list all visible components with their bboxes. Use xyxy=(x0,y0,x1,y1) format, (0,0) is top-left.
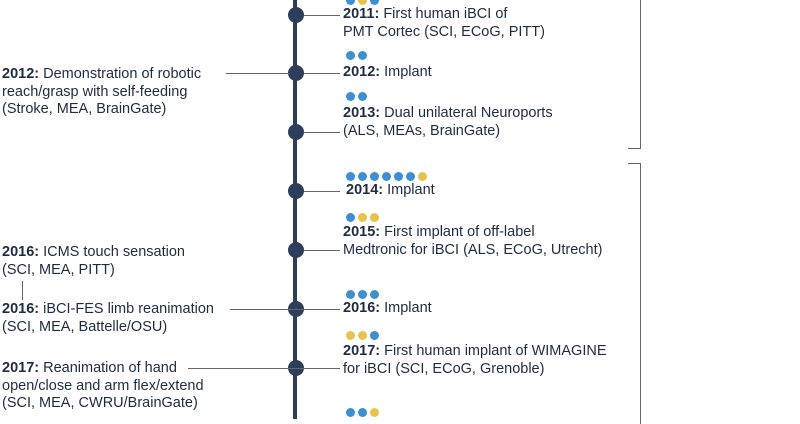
blue-dot xyxy=(358,172,367,181)
connector-line xyxy=(22,281,23,300)
blue-dot xyxy=(346,0,355,5)
blue-dot xyxy=(346,408,355,417)
event-2013-dual-neuroports: 2013: Dual unilateral Neuroports (ALS, M… xyxy=(343,105,553,139)
connector-line xyxy=(304,73,340,74)
timeline-node xyxy=(288,124,304,140)
marker-dots xyxy=(346,0,382,6)
event-2017-hand-reanimation: 2017: Reanimation of hand open/close and… xyxy=(2,360,204,411)
blue-dot xyxy=(370,331,379,340)
event-2012-implant: 2012: Implant xyxy=(343,64,432,80)
connector-line xyxy=(304,250,340,251)
connector-line xyxy=(188,368,340,369)
blue-dot xyxy=(346,290,355,299)
event-2017-wimagine: 2017: First human implant of WIMAGINE fo… xyxy=(343,343,607,377)
yellow-dot xyxy=(418,172,427,181)
marker-dots xyxy=(346,331,382,341)
connector-line xyxy=(304,191,340,192)
marker-dots xyxy=(346,290,382,300)
period-bracket-2 xyxy=(628,163,641,424)
yellow-dot xyxy=(346,331,355,340)
timeline-node xyxy=(288,65,304,81)
blue-dot xyxy=(370,172,379,181)
blue-dot xyxy=(358,92,367,101)
blue-dot xyxy=(382,172,391,181)
yellow-dot xyxy=(370,213,379,222)
connector-line xyxy=(230,309,340,310)
marker-dots xyxy=(346,92,370,102)
yellow-dot xyxy=(370,408,379,417)
yellow-dot xyxy=(358,331,367,340)
connector-line xyxy=(226,73,290,74)
timeline-node xyxy=(288,7,304,23)
period-bracket-1 xyxy=(628,0,641,149)
blue-dot xyxy=(406,172,415,181)
blue-dot xyxy=(358,290,367,299)
connector-line xyxy=(304,15,340,16)
blue-dot xyxy=(370,290,379,299)
marker-dots xyxy=(346,213,382,223)
blue-dot xyxy=(358,51,367,60)
event-2015-medtronic: 2015: First implant of off-label Medtron… xyxy=(343,224,603,258)
blue-dot xyxy=(346,92,355,101)
blue-dot xyxy=(346,51,355,60)
blue-dot xyxy=(370,0,379,5)
yellow-dot xyxy=(358,213,367,222)
event-2014-implant: 2014: Implant xyxy=(346,182,435,198)
yellow-dot xyxy=(358,0,367,5)
event-2016-ibci-fes: 2016: iBCI-FES limb reanimation (SCI, ME… xyxy=(2,301,214,335)
blue-dot xyxy=(358,408,367,417)
blue-dot xyxy=(346,172,355,181)
blue-dot xyxy=(394,172,403,181)
event-2016-icms-touch: 2016: ICMS touch sensation (SCI, MEA, PI… xyxy=(2,244,185,278)
event-2016-implant: 2016: Implant xyxy=(343,300,432,316)
marker-dots xyxy=(346,51,370,61)
timeline-axis xyxy=(293,0,297,419)
blue-dot xyxy=(346,213,355,222)
marker-dots xyxy=(346,408,382,418)
event-2012-robotic-reach-grasp: 2012: Demonstration of robotic reach/gra… xyxy=(2,66,202,117)
marker-dots xyxy=(346,172,430,182)
event-2011-first-human-ibci-pmt: 2011: First human iBCI of PMT Cortec (SC… xyxy=(343,6,545,40)
timeline-node xyxy=(288,242,304,258)
connector-line xyxy=(304,132,340,133)
timeline-node xyxy=(288,183,304,199)
